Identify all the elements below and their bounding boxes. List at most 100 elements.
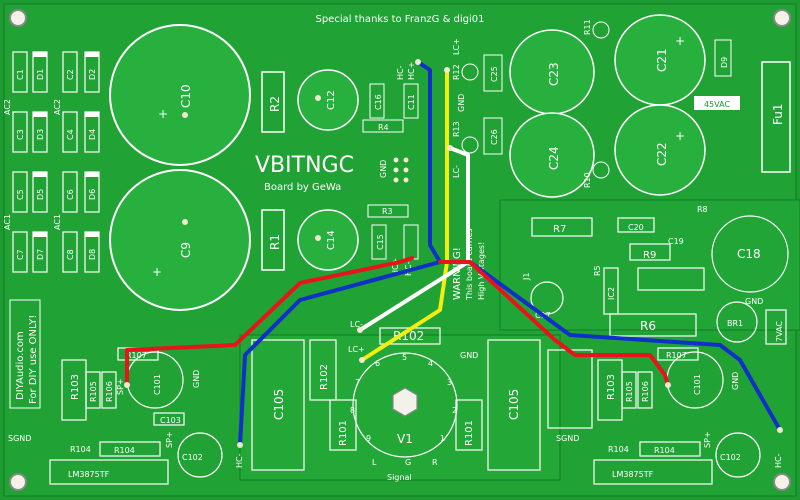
label-d5: D5 [36,189,45,200]
label-r11: R11 [583,19,592,35]
label-d9: D9 [720,57,729,68]
label-r4: R4 [378,123,389,132]
fuse-holder [761,61,791,173]
label-r5: R5 [593,265,602,276]
label-fu1: Fu1 [771,104,785,126]
label-c15: C15 [376,234,385,250]
capacitor-c23: C23 [509,29,595,115]
label-r102-left: R102 [319,364,330,390]
wire-hc-plus-right [438,260,670,387]
label-d3: D3 [36,129,45,140]
label-r107-left: R107 [126,351,147,360]
label-sgnd-right: SGND [556,434,579,443]
label-r104b-left: R104 [70,445,91,454]
label-ic2: IC2 [607,287,616,300]
label-c8: C8 [66,249,75,260]
svg-text:+: + [152,265,162,279]
svg-text:+: + [158,107,168,121]
label-sp-left-2: SP+ [165,431,174,448]
label-c25: C25 [490,66,499,82]
resistor-r2: R2 [261,71,285,133]
gnd-pads-center [393,157,409,183]
label-c105-left: C105 [272,389,286,420]
diy-line1: DIYAudio.com [15,331,26,400]
label-c18: C18 [737,247,761,261]
svg-text:C23: C23 [547,62,561,86]
ac-45v-box [694,96,740,110]
label-hc-minus-top: HC- [396,65,405,80]
label-c101-right: C101 [693,374,702,395]
label-c102-left: C102 [182,453,203,462]
label-c2: C2 [66,69,75,80]
label-c11: C11 [407,94,416,110]
tube-pin-5: 5 [402,353,407,362]
label-ac2-left: AC2 [3,99,12,115]
svg-text:R2: R2 [268,96,282,112]
label-c103-left: C103 [160,416,181,425]
label-d2: D2 [88,69,97,80]
label-c4: C4 [66,129,75,140]
label-gnd-left-amp: GND [192,370,201,388]
label-d6: D6 [88,189,97,200]
label-c102-right: C102 [720,453,741,462]
svg-text:C12: C12 [326,90,337,110]
label-r103-right: R103 [606,374,617,400]
c25-c26-parts [461,21,610,179]
label-signal: Signal [387,473,412,482]
label-lc-minus-top: LC- [452,165,461,178]
label-r13: R13 [452,121,461,137]
wire-hc-minus-left [238,260,442,447]
label-r106-right: R106 [641,381,650,402]
label-r8: R8 [697,205,708,214]
label-gnd-top: GND [457,94,466,112]
label-signal-r: R [432,458,438,467]
label-r107-right: R107 [666,351,687,360]
label-hc-minus-right: HC- [774,453,783,468]
capacitor-c14: C14 [297,209,359,271]
capacitor-c9: + C9 [109,169,251,311]
label-gnd-tube: GND [460,351,478,360]
label-c26: C26 [490,129,499,145]
resistor-r1: R1 [261,209,285,271]
label-lc-plus-tube: LC+ [348,345,365,354]
label-c16: C16 [374,94,383,110]
tube-pin-4: 4 [428,359,433,368]
label-gnd-psu: GND [745,297,763,306]
capacitor-c22: C22 + [614,104,706,196]
tube-pin-7: 7 [355,378,360,387]
wire-hc-plus [125,256,414,387]
svg-text:WARNING!: WARNING! [452,247,463,300]
label-ac1-left: AC1 [3,214,12,230]
label-br1: BR1 [727,319,743,328]
label-hc-minus-left: HC- [235,453,244,468]
wire-hc-minus [416,60,782,432]
label-lm3875-left: LM3875TF [68,470,110,479]
label-c1: C1 [16,69,25,80]
mounting-holes [9,9,791,491]
label-r105-left: R105 [89,381,98,402]
label-r3: R3 [382,207,393,216]
psu-zone [499,199,800,331]
label-sp-left: SP+ [116,378,125,395]
tube-pin-3: 3 [447,378,452,387]
capacitor-c24: C24 [509,112,595,198]
label-signal-l: L [372,458,377,467]
label-c9: C9 [179,242,193,258]
label-c10: C10 [179,84,193,108]
label-v1: V1 [397,432,413,446]
label-c6: C6 [66,189,75,200]
label-r103-left: R103 [70,374,81,400]
label-ac2-right: AC2 [53,99,62,115]
svg-text:C14: C14 [326,230,337,250]
wire-lc-minus [358,146,470,332]
label-7vac: 7VAC [775,321,784,342]
label-j1: J1 [522,273,531,281]
label-sgnd-left: SGND [8,434,31,443]
label-lc-plus-top: LC+ [452,38,461,55]
tube-pin-6: 6 [375,359,380,368]
tube-pin-9: 9 [366,434,371,443]
tube-pin-1: 1 [440,434,445,443]
label-r10: R10 [583,172,592,188]
label-d1: D1 [36,69,45,80]
